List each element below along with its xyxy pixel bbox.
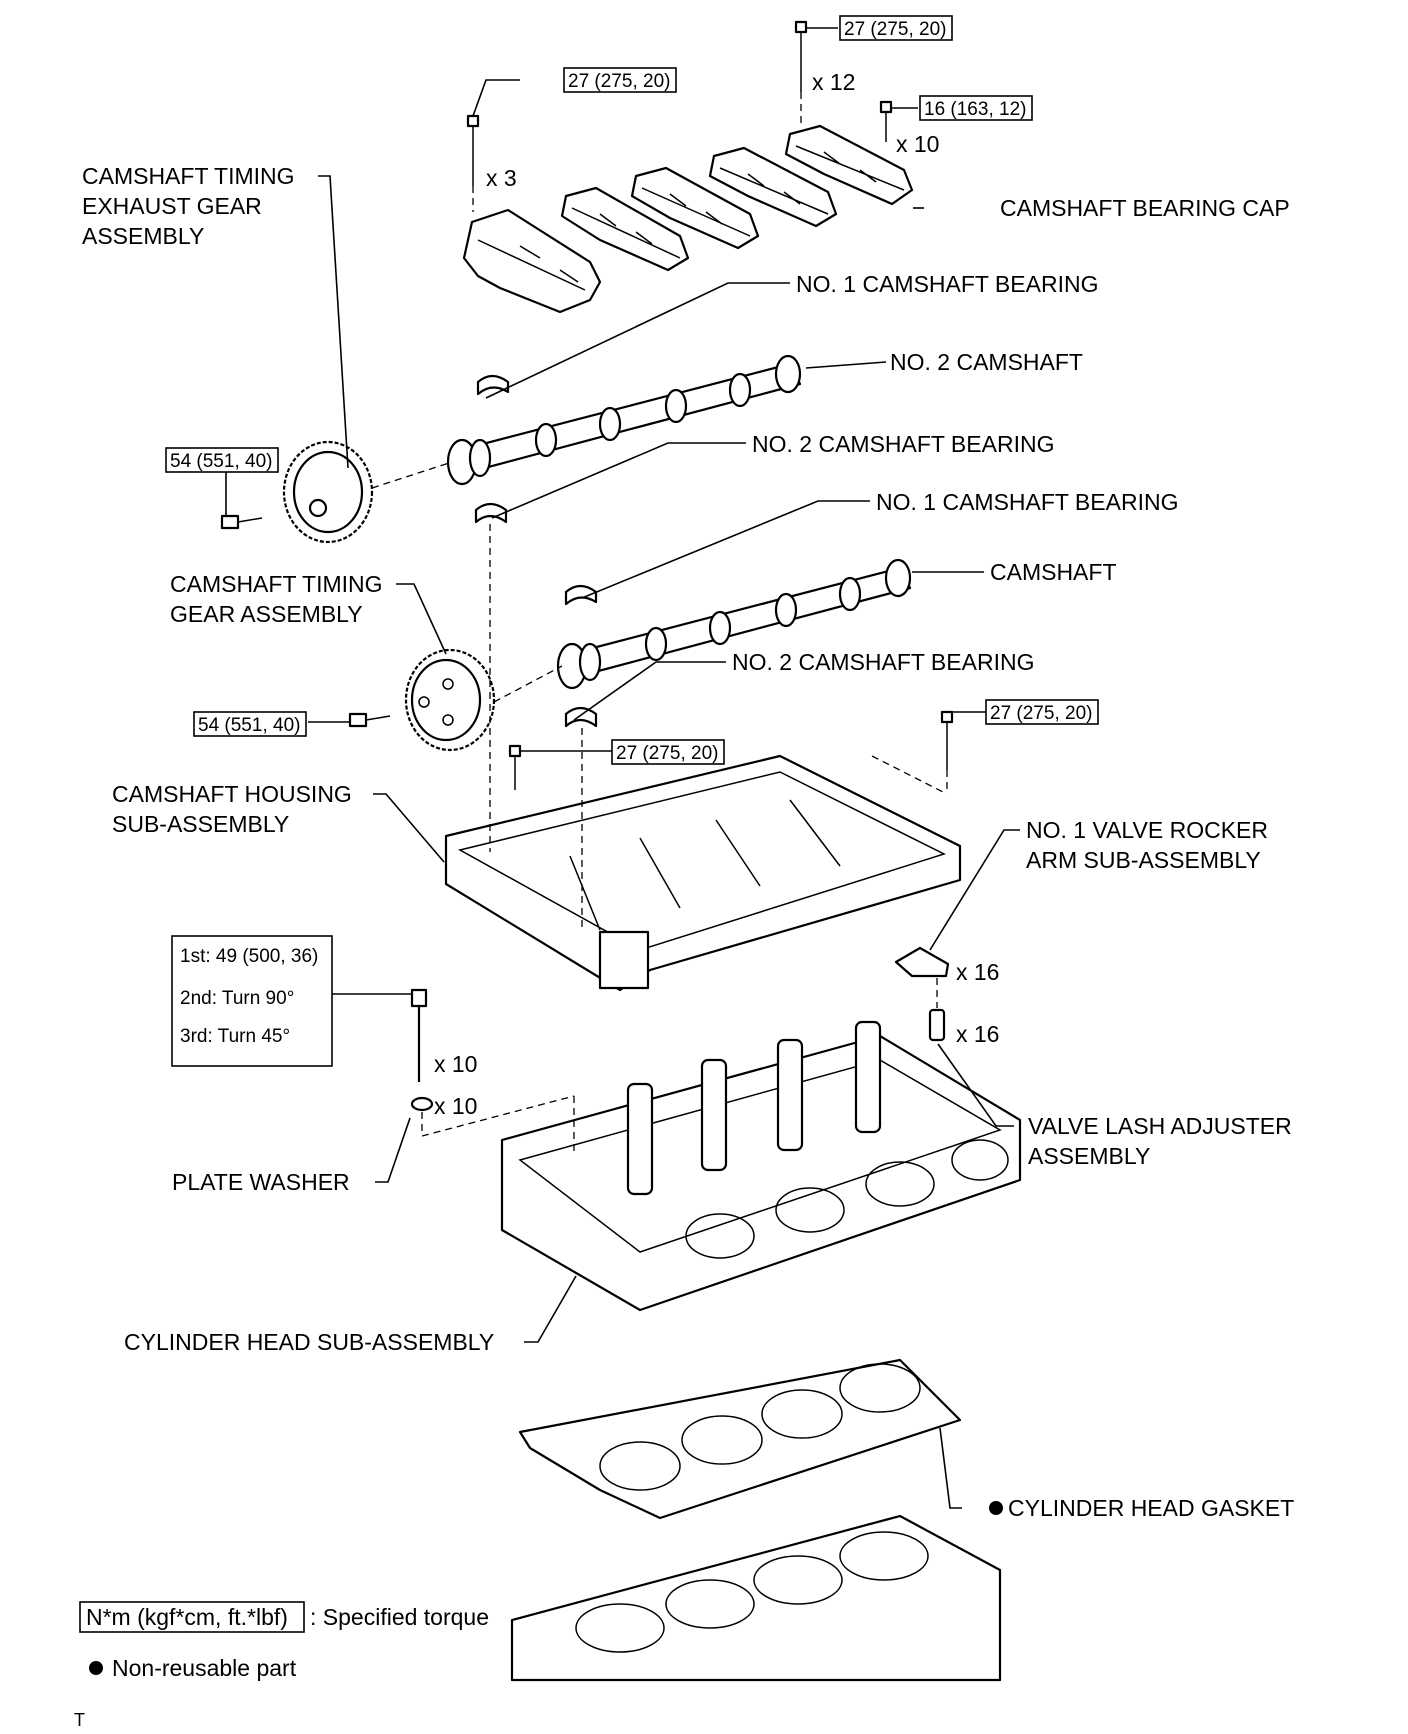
svg-text:CAMSHAFT TIMING: CAMSHAFT TIMING xyxy=(82,163,295,189)
no2-camshaft xyxy=(446,354,802,486)
svg-text:27 (275, 20): 27 (275, 20) xyxy=(844,19,946,40)
svg-text:27 (275, 20): 27 (275, 20) xyxy=(990,703,1092,724)
label-no1-camshaft-bearing-b: NO. 1 CAMSHAFT BEARING xyxy=(876,489,1178,515)
torque-housing-bolt-b: 27 (275, 20) xyxy=(985,699,1099,725)
qty-plate-washer: x 10 xyxy=(434,1093,477,1119)
camshaft xyxy=(556,558,912,690)
footer-mark: T xyxy=(74,1710,85,1730)
svg-text:27 (275, 20): 27 (275, 20) xyxy=(616,743,718,764)
svg-text:NO. 1 VALVE ROCKER: NO. 1 VALVE ROCKER xyxy=(1026,817,1268,843)
nonreusable-dot-icon xyxy=(989,1501,1003,1515)
qty-cap-bolt-c: x 10 xyxy=(896,131,939,157)
torque-housing-bolt-a: 27 (275, 20) xyxy=(611,739,725,765)
qty-cap-bolt-a: x 3 xyxy=(486,165,517,191)
camshaft-timing-exhaust-gear xyxy=(282,440,374,544)
qty-cap-bolt-b: x 12 xyxy=(812,69,855,95)
svg-text:2nd: Turn 90°: 2nd: Turn 90° xyxy=(180,988,294,1009)
svg-text:GEAR ASSEMBLY: GEAR ASSEMBLY xyxy=(170,601,363,627)
camshaft-bearing-caps xyxy=(462,124,914,314)
valve-lash-adjuster xyxy=(928,1008,946,1042)
qty-rocker-arm: x 16 xyxy=(956,959,999,985)
label-camshaft-timing-gear: CAMSHAFT TIMING GEAR ASSEMBLY xyxy=(170,571,383,627)
svg-text:N*m (kgf*cm, ft.*lbf): N*m (kgf*cm, ft.*lbf) xyxy=(86,1604,288,1630)
plate-washer xyxy=(410,1096,434,1112)
svg-text:Non-reusable part: Non-reusable part xyxy=(112,1655,297,1681)
svg-text:CAMSHAFT TIMING: CAMSHAFT TIMING xyxy=(170,571,383,597)
label-camshaft-housing: CAMSHAFT HOUSING SUB-ASSEMBLY xyxy=(112,781,352,837)
engine-block xyxy=(510,1514,1002,1682)
legend-torque: N*m (kgf*cm, ft.*lbf) : Specified torque xyxy=(79,1601,489,1633)
torque-cap-bolt-a: 27 (275, 20) xyxy=(563,67,677,93)
svg-text:3rd: Turn 45°: 3rd: Turn 45° xyxy=(180,1026,290,1047)
svg-text:EXHAUST GEAR: EXHAUST GEAR xyxy=(82,193,262,219)
label-camshaft-timing-exhaust-gear: CAMSHAFT TIMING EXHAUST GEAR ASSEMBLY xyxy=(82,163,295,249)
label-camshaft: CAMSHAFT xyxy=(990,559,1117,585)
torque-exhaust-gear-bolt: 54 (551, 40) xyxy=(165,447,279,473)
nonreusable-dot-icon xyxy=(89,1661,103,1675)
svg-text:16 (163, 12): 16 (163, 12) xyxy=(924,99,1026,120)
label-no2-camshaft-bearing-b: NO. 2 CAMSHAFT BEARING xyxy=(732,649,1034,675)
label-cylinder-head-gasket: CYLINDER HEAD GASKET xyxy=(989,1495,1294,1521)
cylinder-head-gasket xyxy=(518,1358,962,1520)
svg-text:VALVE LASH ADJUSTER: VALVE LASH ADJUSTER xyxy=(1028,1113,1292,1139)
svg-text:54 (551, 40): 54 (551, 40) xyxy=(170,451,272,472)
camshaft-bearings xyxy=(474,374,598,728)
leader-lines xyxy=(225,27,1020,1509)
svg-text:ASSEMBLY: ASSEMBLY xyxy=(1028,1143,1150,1169)
qty-head-bolt: x 10 xyxy=(434,1051,477,1077)
svg-text:27 (275, 20): 27 (275, 20) xyxy=(568,71,670,92)
cylinder-head xyxy=(500,1020,1022,1312)
svg-text:1st: 49 (500, 36): 1st: 49 (500, 36) xyxy=(180,946,318,967)
svg-text:: Specified torque: : Specified torque xyxy=(310,1604,489,1630)
camshaft-timing-gear xyxy=(404,648,496,752)
qty-lash-adjuster: x 16 xyxy=(956,1021,999,1047)
cap-bolts xyxy=(466,20,893,186)
camshaft-housing xyxy=(444,754,962,992)
label-valve-lash-adjuster: VALVE LASH ADJUSTER ASSEMBLY xyxy=(1028,1113,1292,1169)
svg-text:CYLINDER HEAD GASKET: CYLINDER HEAD GASKET xyxy=(1008,1495,1294,1521)
torque-cap-bolt-c: 16 (163, 12) xyxy=(919,95,1033,121)
svg-text:ARM SUB-ASSEMBLY: ARM SUB-ASSEMBLY xyxy=(1026,847,1261,873)
label-no1-camshaft-bearing-a: NO. 1 CAMSHAFT BEARING xyxy=(796,271,1098,297)
label-cylinder-head: CYLINDER HEAD SUB-ASSEMBLY xyxy=(124,1329,494,1355)
alignment-lines xyxy=(371,92,948,1156)
valve-rocker-arm xyxy=(894,946,950,978)
gear-bolt-b xyxy=(348,712,391,728)
svg-text:54 (551, 40): 54 (551, 40) xyxy=(198,715,300,736)
label-no1-valve-rocker-arm: NO. 1 VALVE ROCKER ARM SUB-ASSEMBLY xyxy=(1026,817,1268,873)
label-no2-camshaft-bearing-a: NO. 2 CAMSHAFT BEARING xyxy=(752,431,1054,457)
label-plate-washer: PLATE WASHER xyxy=(172,1169,350,1195)
svg-text:CAMSHAFT HOUSING: CAMSHAFT HOUSING xyxy=(112,781,352,807)
torque-cap-bolt-b: 27 (275, 20) xyxy=(839,15,953,41)
head-bolt xyxy=(410,988,428,1082)
legend-nonreusable: Non-reusable part xyxy=(89,1655,297,1681)
torque-timing-gear-bolt: 54 (551, 40) xyxy=(193,711,307,737)
label-camshaft-bearing-cap: CAMSHAFT BEARING CAP xyxy=(1000,195,1290,221)
label-no2-camshaft: NO. 2 CAMSHAFT xyxy=(890,349,1083,375)
gear-bolt-a xyxy=(220,514,263,530)
torque-head-bolt-steps: 1st: 49 (500, 36) 2nd: Turn 90° 3rd: Tur… xyxy=(171,935,333,1067)
svg-text:ASSEMBLY: ASSEMBLY xyxy=(82,223,204,249)
svg-text:SUB-ASSEMBLY: SUB-ASSEMBLY xyxy=(112,811,289,837)
